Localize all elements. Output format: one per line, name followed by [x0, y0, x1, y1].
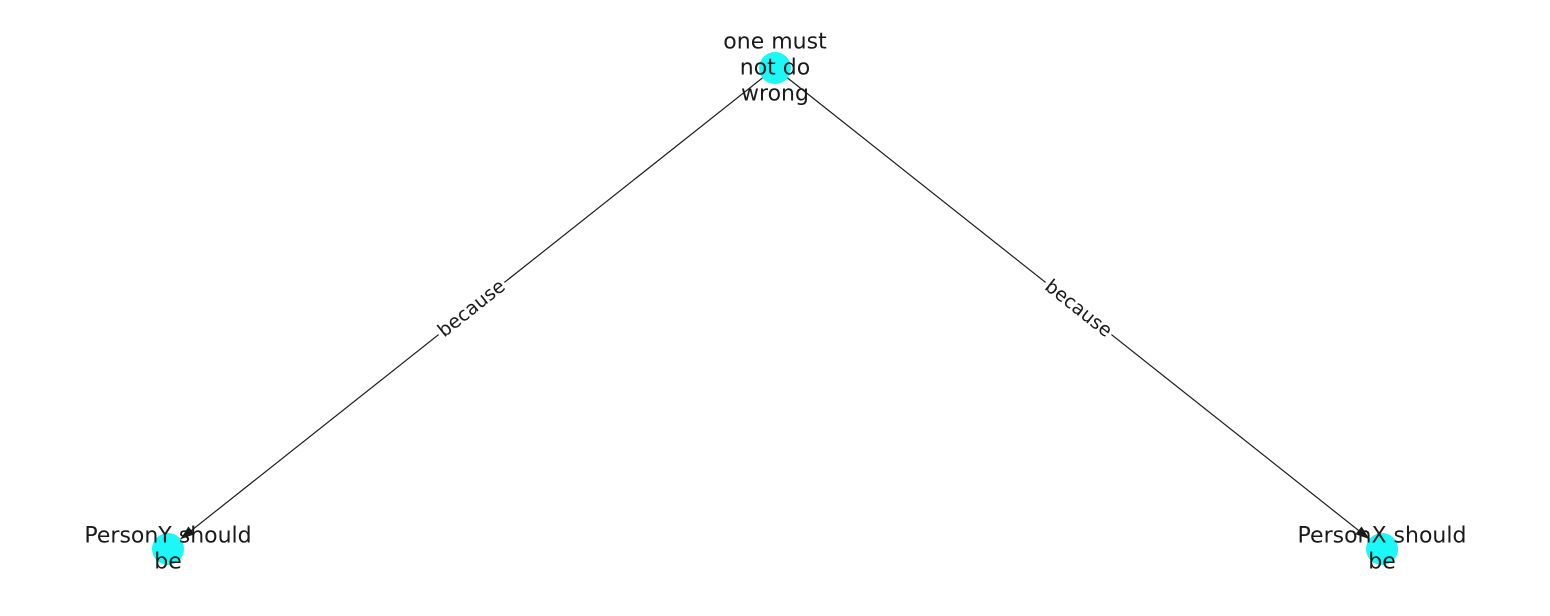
node-label-line: be: [1368, 550, 1396, 575]
edge-label-group: because: [1036, 271, 1121, 346]
arrow-head-icon: [1355, 526, 1370, 540]
node-label-line: wrong: [741, 82, 809, 107]
node-label-line: PersonY should: [84, 524, 251, 549]
node-right: [1366, 533, 1398, 565]
edge-label: because: [434, 275, 510, 342]
node-label-line: PersonX should: [1298, 524, 1467, 549]
node-label-line: not do: [740, 56, 810, 81]
edge-label: because: [1041, 275, 1117, 342]
arrow-head-icon: [180, 526, 195, 540]
node-left: [152, 533, 184, 565]
edges-layer: [180, 67, 1370, 540]
node-label-line: be: [154, 550, 182, 575]
node-top: [759, 52, 791, 84]
node-label-line: one must: [723, 30, 827, 55]
edge-label-background: [1036, 271, 1121, 346]
nodes-layer: [152, 52, 1398, 565]
edge-label-group: because: [429, 271, 514, 346]
edge-label-background: [429, 271, 514, 346]
